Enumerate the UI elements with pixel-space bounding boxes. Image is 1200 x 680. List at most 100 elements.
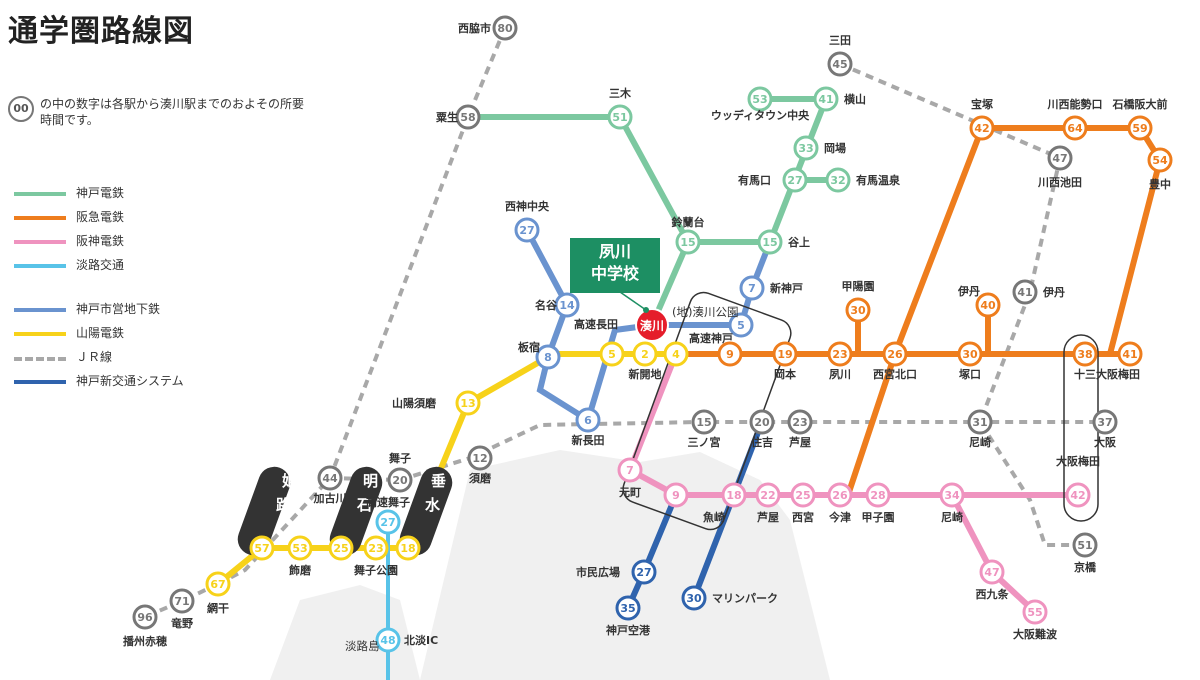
station-marker (1072, 341, 1098, 367)
station-time: 34 (944, 489, 960, 502)
station-marker (845, 297, 871, 323)
station-marker (969, 115, 995, 141)
station-label: 神戸空港 (606, 623, 651, 637)
station-marker (617, 457, 643, 483)
station-label: 高速舞子 (366, 495, 410, 509)
station-time: 9 (672, 489, 680, 502)
station-sannomiya_s: 4 (663, 341, 689, 367)
station-kyobashi: 51 京橋 (1072, 532, 1098, 574)
station-himeji: 57 (249, 535, 275, 561)
station-label: 塚口 (959, 367, 981, 381)
station-marker (1117, 341, 1143, 367)
station-label: 須磨 (468, 471, 492, 485)
akashi-block (329, 466, 383, 556)
station-label: 高速神戸 (689, 331, 733, 345)
station-label: 西神中央 (505, 199, 550, 213)
station-time: 40 (980, 299, 996, 312)
note-text: の中の数字は各駅から湊川駅までのおよその所要時間です。 (40, 97, 305, 127)
station-marker (691, 409, 717, 435)
station-time: 33 (798, 142, 813, 155)
station-time: 30 (686, 592, 702, 605)
station-label: 加古川 (313, 491, 347, 505)
home-station-minatogawa: 湊川 (635, 308, 669, 342)
legend-item-sanyo: 山陽電鉄 (14, 324, 234, 342)
legend-label: 神戸市営地下鉄 (76, 302, 161, 316)
himeji-block-label: 路 (276, 496, 292, 514)
station-marker (827, 482, 853, 508)
station-marker (615, 595, 641, 621)
tarumi-block (399, 466, 453, 556)
station-label: 新開地 (629, 367, 662, 381)
station-marker (825, 167, 851, 193)
station-time: 15 (762, 236, 777, 249)
station-time: 96 (137, 611, 153, 624)
station-label: 高速長田 (574, 317, 618, 331)
station-time: 7 (748, 282, 756, 295)
station-label: 新神戸 (770, 281, 803, 295)
station-marker (1147, 147, 1173, 173)
station-label: 宝塚 (971, 97, 993, 111)
station-marker (755, 482, 781, 508)
station-label: 西脇市 (458, 21, 491, 35)
station-time: 53 (292, 542, 307, 555)
station-time: 32 (830, 174, 845, 187)
legend-label: 阪神電鉄 (76, 234, 125, 248)
station-time: 51 (612, 111, 627, 124)
station-marker (1127, 115, 1153, 141)
station-label: 粟生 (435, 110, 458, 124)
station-label: 舞子 (389, 451, 411, 465)
legend-item-awaji: 淡路交通 (14, 256, 234, 274)
station-time: 58 (460, 111, 475, 124)
station-time: 31 (972, 416, 987, 429)
tarumi-block-label: 水 (425, 496, 441, 514)
station-marker (467, 445, 493, 471)
page-title: 通学圏路線図 (8, 14, 194, 49)
legend-label: 阪急電鉄 (76, 210, 125, 224)
station-marker (721, 482, 747, 508)
station-label: 西宮北口 (873, 367, 917, 381)
station-marker (455, 104, 481, 130)
station-marker (675, 229, 701, 255)
station-time: 51 (1077, 539, 1092, 552)
station-marker (957, 341, 983, 367)
station-label: 尼崎 (969, 435, 991, 449)
station-marker (632, 341, 658, 367)
station-time: 27 (636, 566, 651, 579)
station-marker (1092, 409, 1118, 435)
station-label: 京橋 (1074, 560, 1097, 574)
station-label: 三ノ宮 (688, 435, 721, 449)
school-name-line2: 中学校 (590, 264, 639, 283)
station-sannomiya_hs: 9 (663, 482, 689, 508)
station-time: 25 (333, 542, 348, 555)
legend-swatch (14, 240, 66, 244)
station-time: 15 (680, 236, 695, 249)
tarumi-block-label: 垂 (431, 472, 446, 490)
station-time: 12 (472, 452, 487, 465)
island-shape (270, 585, 420, 680)
station-label: 甲子園 (862, 511, 895, 524)
station-marker (455, 390, 481, 416)
station-marker (132, 604, 158, 630)
legend-item-subway: 神戸市営地下鉄 (14, 300, 234, 318)
station-time: 13 (460, 397, 475, 410)
